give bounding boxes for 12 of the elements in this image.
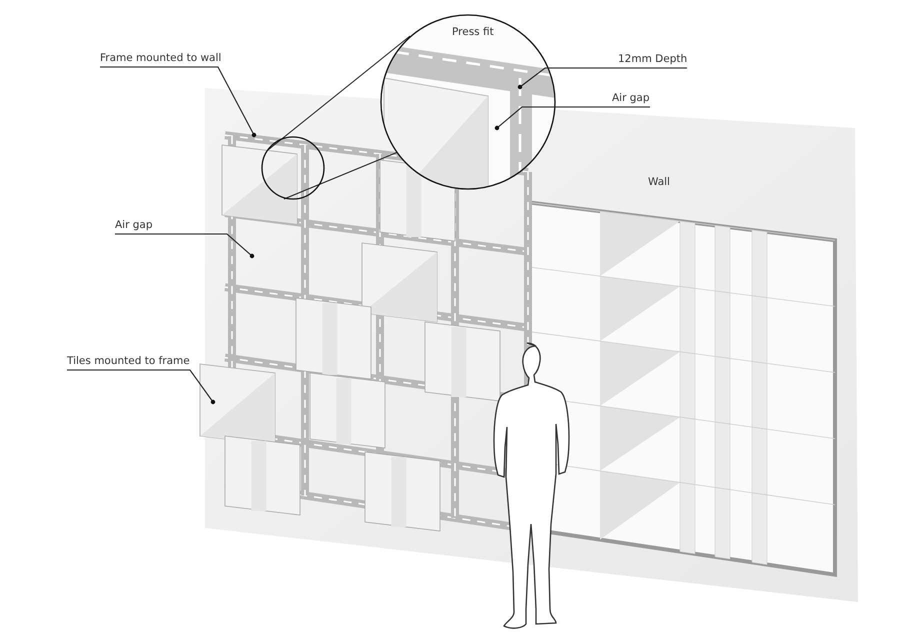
leader-line [494,106,650,130]
callout-label: 12mm Depth [618,53,688,66]
leader-line [100,66,256,138]
callout-label: Air gap [612,92,650,105]
callout-label: Tiles mounted to frame [67,355,190,368]
leader-line [67,369,216,404]
part-label: Wall [648,176,670,189]
callout-label: Frame mounted to wall [100,52,222,65]
leader-line [518,67,687,90]
leader-line [115,233,254,258]
part-label: Press fit [452,26,494,39]
callout-label: Air gap [115,219,153,232]
